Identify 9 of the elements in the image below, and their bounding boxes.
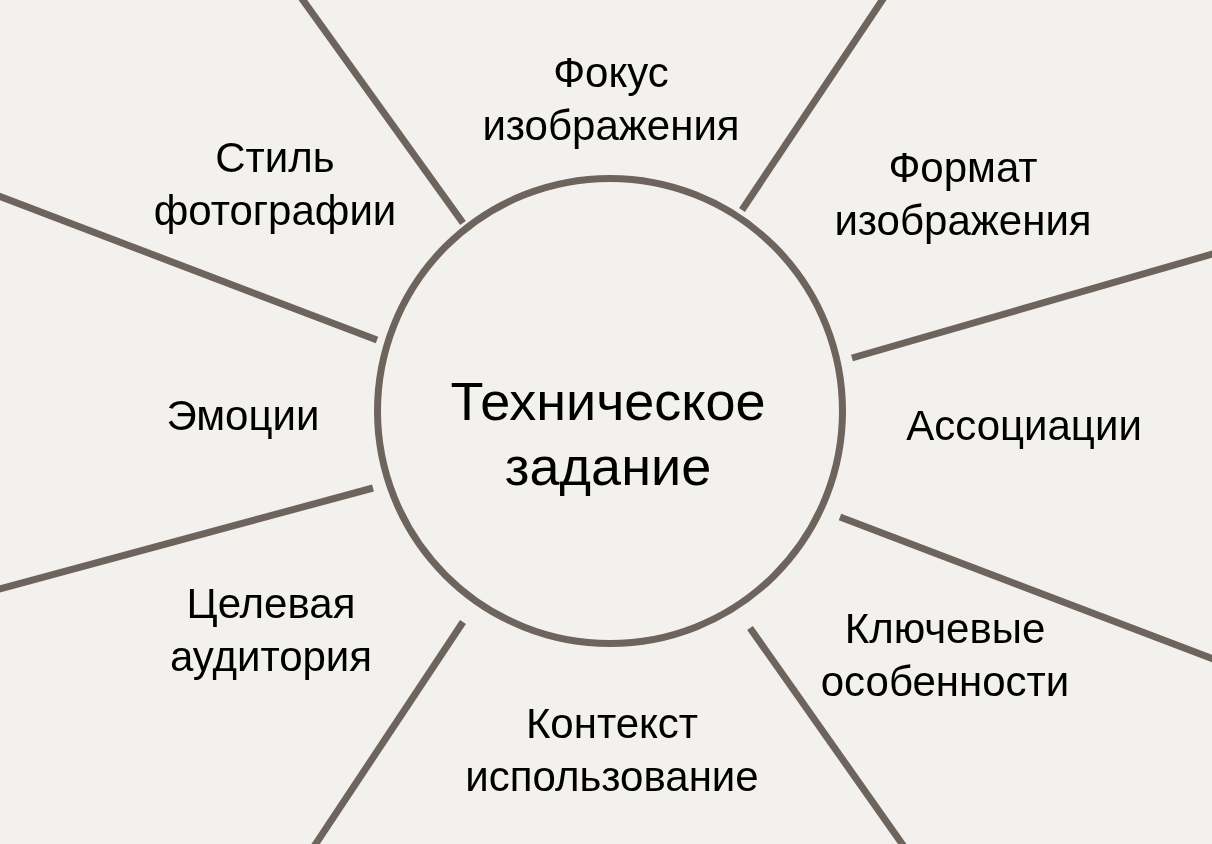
topic-label: Формат изображения: [833, 141, 1093, 247]
topic-label: Фокус изображения: [481, 46, 741, 152]
topic-label: Ассоциации: [905, 398, 1143, 452]
center-title: Техническое задание: [449, 370, 767, 498]
topic-label: Целевая аудитория: [168, 577, 374, 683]
topic-label: Эмоции: [165, 388, 321, 442]
topic-label: Ключевые особенности: [819, 602, 1071, 708]
topic-label: Стиль фотографии: [152, 131, 398, 237]
topic-label: Контекст использование: [464, 697, 760, 803]
